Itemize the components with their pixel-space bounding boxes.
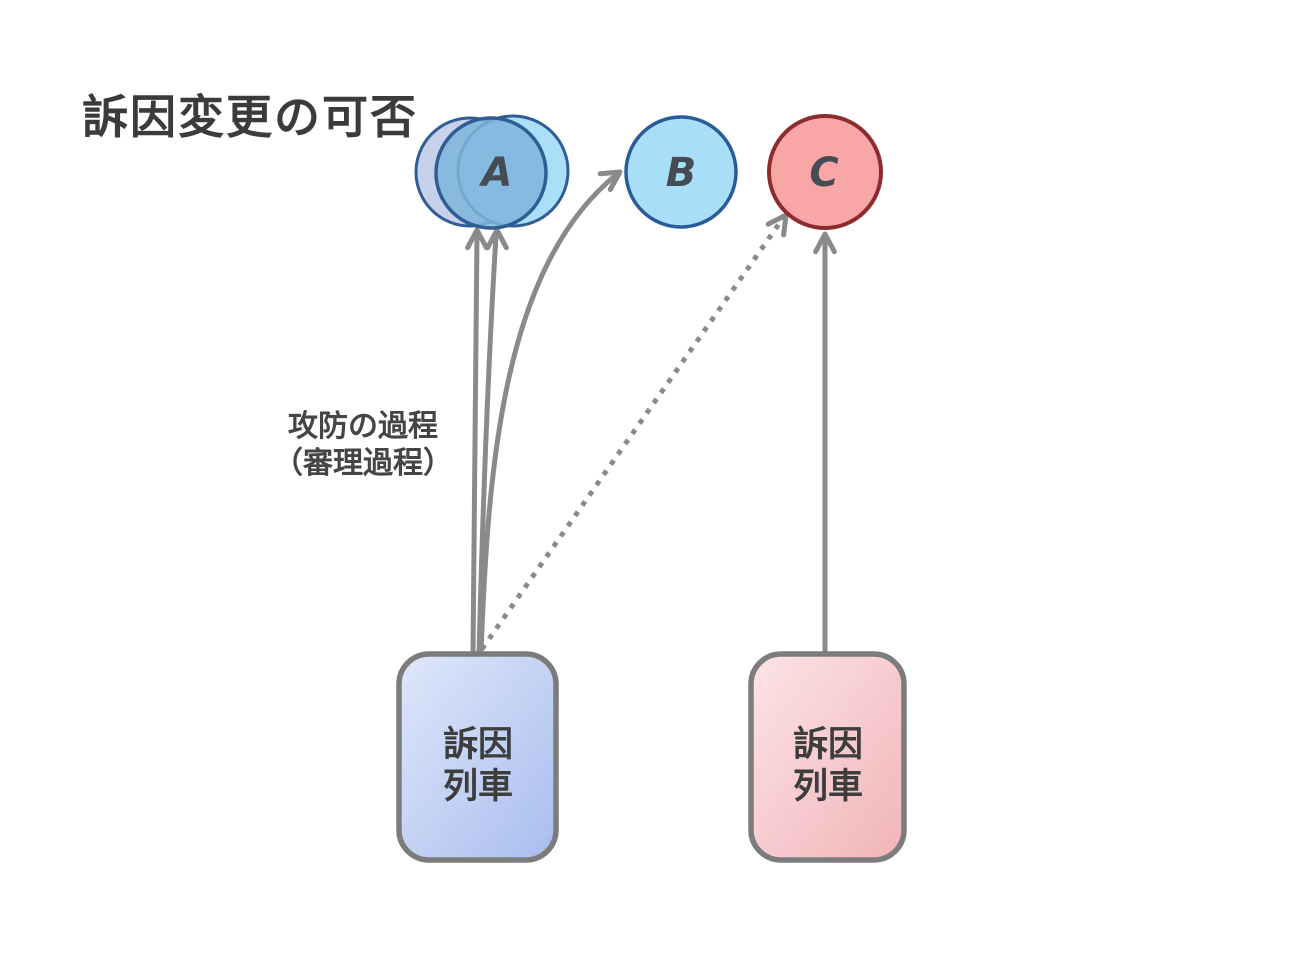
arrow-left-train-to-a-curved — [476, 227, 509, 656]
node-a-group: A — [414, 114, 570, 230]
page-title: 訴因変更の可否 — [82, 90, 418, 144]
train-right-label-line2: 列車 — [793, 767, 863, 807]
train-left-label-line1: 訴因 — [443, 725, 513, 765]
node-c-circle — [767, 114, 883, 230]
train-left-group: 訴因 列車 — [396, 651, 559, 863]
arrow-left-train-to-a-straight — [465, 227, 489, 656]
node-c-group: C — [767, 114, 883, 230]
process-label-line2: （審理過程） — [273, 446, 453, 481]
arrow-right-train-to-c-straight — [813, 231, 837, 656]
process-label-line1: 攻防の過程 — [288, 409, 438, 444]
train-right-box — [748, 651, 907, 863]
arrow-left-train-to-b-curved — [478, 169, 623, 656]
process-label: 攻防の過程 （審理過程） — [273, 409, 453, 481]
train-left-label-line2: 列車 — [443, 767, 513, 807]
node-c-label: C — [809, 150, 838, 196]
train-left-box — [396, 651, 559, 863]
arrow-left-train-to-c-dotted — [479, 212, 789, 651]
node-b-group: B — [624, 115, 738, 229]
train-right-label-line1: 訴因 — [793, 725, 863, 765]
node-a-front-circle — [434, 116, 548, 230]
node-a-label: A — [479, 150, 513, 196]
train-right-group: 訴因 列車 — [748, 651, 907, 863]
node-b-circle — [624, 115, 738, 229]
arrow-layer — [465, 169, 837, 656]
node-b-label: B — [666, 150, 697, 196]
